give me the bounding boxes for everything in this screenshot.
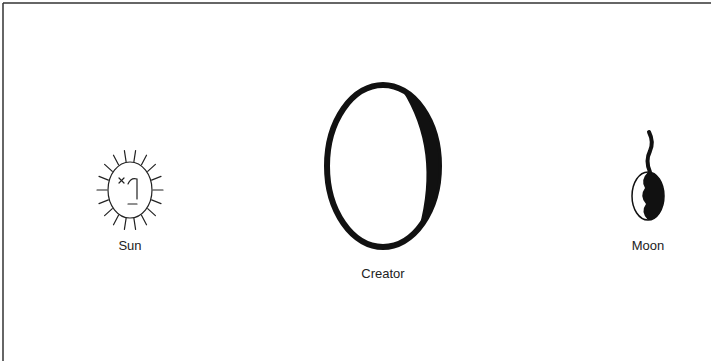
frame: [3, 3, 711, 361]
creator-label: Creator: [361, 266, 404, 281]
moon-label: Moon: [632, 238, 665, 253]
sun-figure: [97, 151, 163, 230]
moon-figure: [632, 132, 664, 220]
sun-label: Sun: [118, 238, 141, 253]
creator-figure: [327, 85, 439, 247]
